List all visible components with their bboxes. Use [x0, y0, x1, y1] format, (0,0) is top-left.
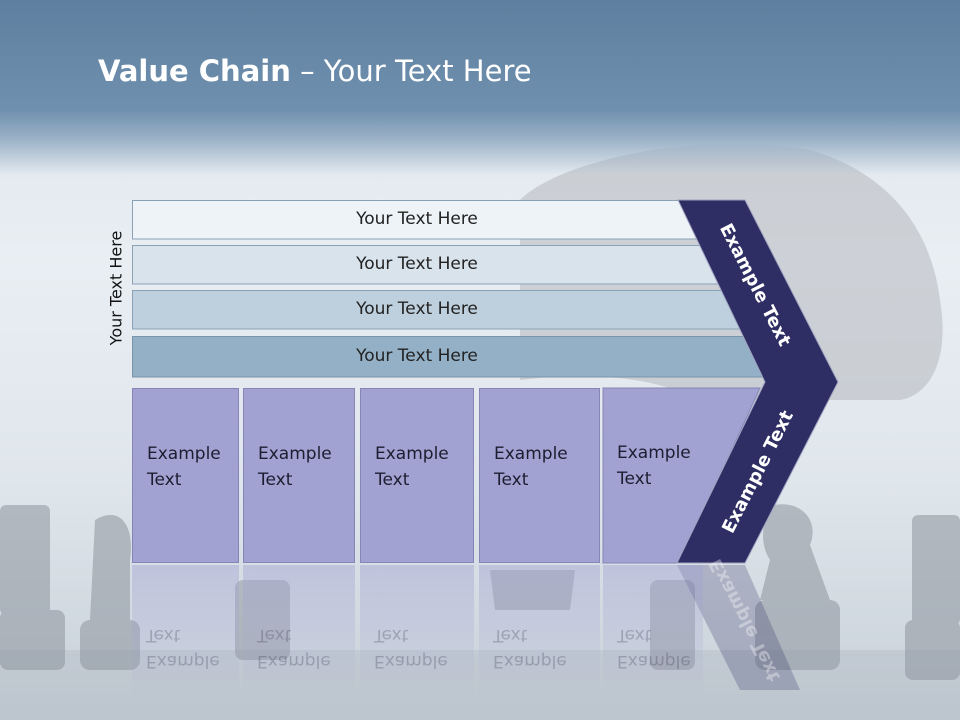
row-3-label: Your Text Here	[356, 299, 478, 319]
row-1-label: Your Text Here	[356, 209, 478, 229]
example-box-5-reflection-label: Example Text	[617, 625, 691, 671]
example-box-4-reflection: Example Text	[479, 565, 600, 700]
example-box-2: Example Text	[243, 388, 355, 563]
example-box-3-reflection: Example Text	[360, 565, 474, 700]
example-box-5-label: Example Text	[617, 443, 691, 489]
example-box-3: Example Text	[360, 388, 474, 563]
example-box-1-reflection: Example Text	[132, 565, 239, 700]
example-box-4-label: Example Text	[494, 444, 568, 490]
row-4-label: Your Text Here	[356, 346, 478, 366]
example-box-2-reflection: Example Text	[243, 565, 355, 700]
example-box-4: Example Text	[479, 388, 600, 563]
example-box-1-label: Example Text	[147, 444, 221, 490]
example-box-3-reflection-label: Example Text	[374, 625, 448, 671]
example-box-4-reflection-label: Example Text	[493, 625, 567, 671]
example-box-3-label: Example Text	[375, 444, 449, 490]
header-band	[0, 0, 960, 175]
slide-title: Value Chain – Your Text Here	[98, 54, 532, 88]
row-2-label: Your Text Here	[356, 254, 478, 274]
example-box-1-reflection-label: Example Text	[146, 625, 220, 671]
example-box-1: Example Text	[132, 388, 239, 563]
example-box-5: Example Text	[603, 388, 691, 563]
example-box-2-reflection-label: Example Text	[257, 625, 331, 671]
example-box-2-label: Example Text	[258, 444, 332, 490]
example-box-5-reflection: Example Text	[603, 565, 703, 700]
